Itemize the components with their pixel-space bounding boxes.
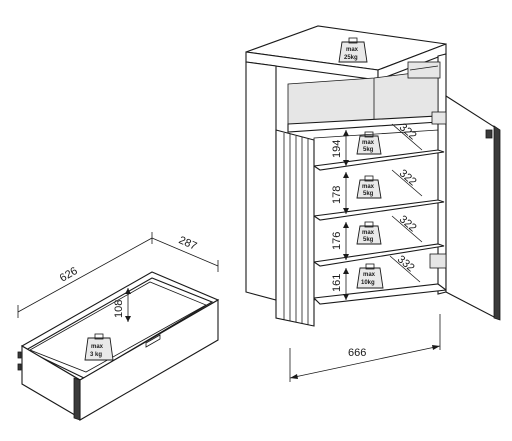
- weight-value-text: 5kg: [363, 237, 374, 243]
- right-door-edge: [493, 125, 501, 321]
- weight-handle: [94, 333, 104, 340]
- weight-max-text: max: [362, 230, 375, 236]
- shelf-1-height-label: 194: [331, 140, 343, 158]
- dim-arrow: [343, 130, 349, 136]
- drawer-handle: [145, 334, 161, 348]
- shelf-3-height-label: 176: [331, 232, 343, 250]
- dim-arrow: [343, 208, 349, 214]
- dim-line: [391, 215, 423, 243]
- shelf-2-height-label: 178: [331, 186, 343, 204]
- dim-line: [391, 123, 423, 151]
- drawer-front-edge: [73, 377, 81, 421]
- dim-arrow: [343, 222, 349, 228]
- left-door: [275, 129, 315, 327]
- dim-arrow: [343, 254, 349, 260]
- top-weight-tag: max 25kg: [338, 37, 368, 63]
- weight-value-text: 3 kg: [90, 352, 102, 358]
- shelf-2: [312, 199, 445, 221]
- dim-arrow: [343, 268, 349, 274]
- shelf-4-depth-label: 332: [395, 253, 417, 274]
- dim-arrow: [343, 160, 349, 166]
- dim-line-drawer-depth: [151, 237, 219, 267]
- weight-icon: [356, 225, 382, 245]
- drawer-weight-tag: max 3 kg: [84, 333, 114, 361]
- dim-arrow: [343, 172, 349, 178]
- weight-icon: [356, 179, 382, 199]
- weight-handle: [348, 37, 358, 44]
- door-handle: [485, 129, 493, 139]
- weight-value-text: 10kg: [361, 280, 375, 286]
- shelf-depth-dims: 322 322 322 332: [389, 121, 423, 283]
- weight-max-text: max: [363, 272, 376, 278]
- drawer-height-label: 108: [113, 300, 125, 318]
- weight-value-text: 5kg: [363, 191, 374, 197]
- shelf-height-dims: 194 178 176 161: [331, 130, 349, 300]
- weight-icon: [356, 267, 384, 289]
- weight-handle: [364, 221, 374, 228]
- drawer-runner-pin: [17, 351, 22, 359]
- dim-arrow: [125, 316, 131, 322]
- drawer-runner-pin: [17, 363, 22, 371]
- weight-icon: [356, 135, 382, 155]
- shelf-4-height-label: 161: [331, 274, 343, 292]
- weight-max-text: max: [362, 184, 375, 190]
- dim-line-drawer-width: [17, 237, 153, 313]
- weight-max-text: max: [362, 140, 375, 146]
- weight-value-text: 25kg: [344, 55, 358, 61]
- drawer-inner-rim: [24, 277, 214, 379]
- weight-handle: [365, 263, 375, 270]
- shelf-3: [312, 243, 445, 267]
- weight-handle: [364, 175, 374, 182]
- cabinet-width-label: 666: [348, 347, 366, 359]
- dim-arrow: [125, 288, 131, 294]
- right-door: [445, 94, 497, 319]
- weight-handle: [364, 131, 374, 138]
- dim-arrow: [343, 294, 349, 300]
- weight-max-text: max: [91, 344, 104, 350]
- shelf-1-weight-tag: max 5kg: [356, 131, 382, 155]
- weight-max-text: max: [346, 47, 359, 53]
- shelf-2-depth-label: 322: [397, 167, 419, 188]
- shelf-3-depth-label: 322: [397, 213, 419, 234]
- drawer: 626 287 108 max 3 kg: [17, 232, 220, 421]
- dim-arrow: [432, 345, 440, 350]
- weight-value-text: 5kg: [363, 147, 374, 153]
- dim-line: [391, 169, 423, 197]
- drawer-width-label: 626: [58, 265, 80, 285]
- cabinet-left-side: [245, 61, 277, 301]
- dim-line-cabinet-width: [289, 345, 441, 379]
- dim-line: [389, 255, 421, 283]
- cabinet: max 25kg 194 178 176 161 322: [245, 25, 501, 382]
- shelf-3-weight-tag: max 5kg: [356, 221, 382, 245]
- drawer-bottom: [29, 281, 207, 373]
- hinge-bottom: [429, 253, 447, 269]
- dim-arrow: [290, 374, 298, 379]
- hinge-top: [431, 111, 447, 125]
- runner-rail: [409, 65, 439, 71]
- runner-bracket: [407, 61, 441, 79]
- shelf-2-weight-tag: max 5kg: [356, 175, 382, 199]
- shelf-4-weight-tag: max 10kg: [356, 263, 384, 289]
